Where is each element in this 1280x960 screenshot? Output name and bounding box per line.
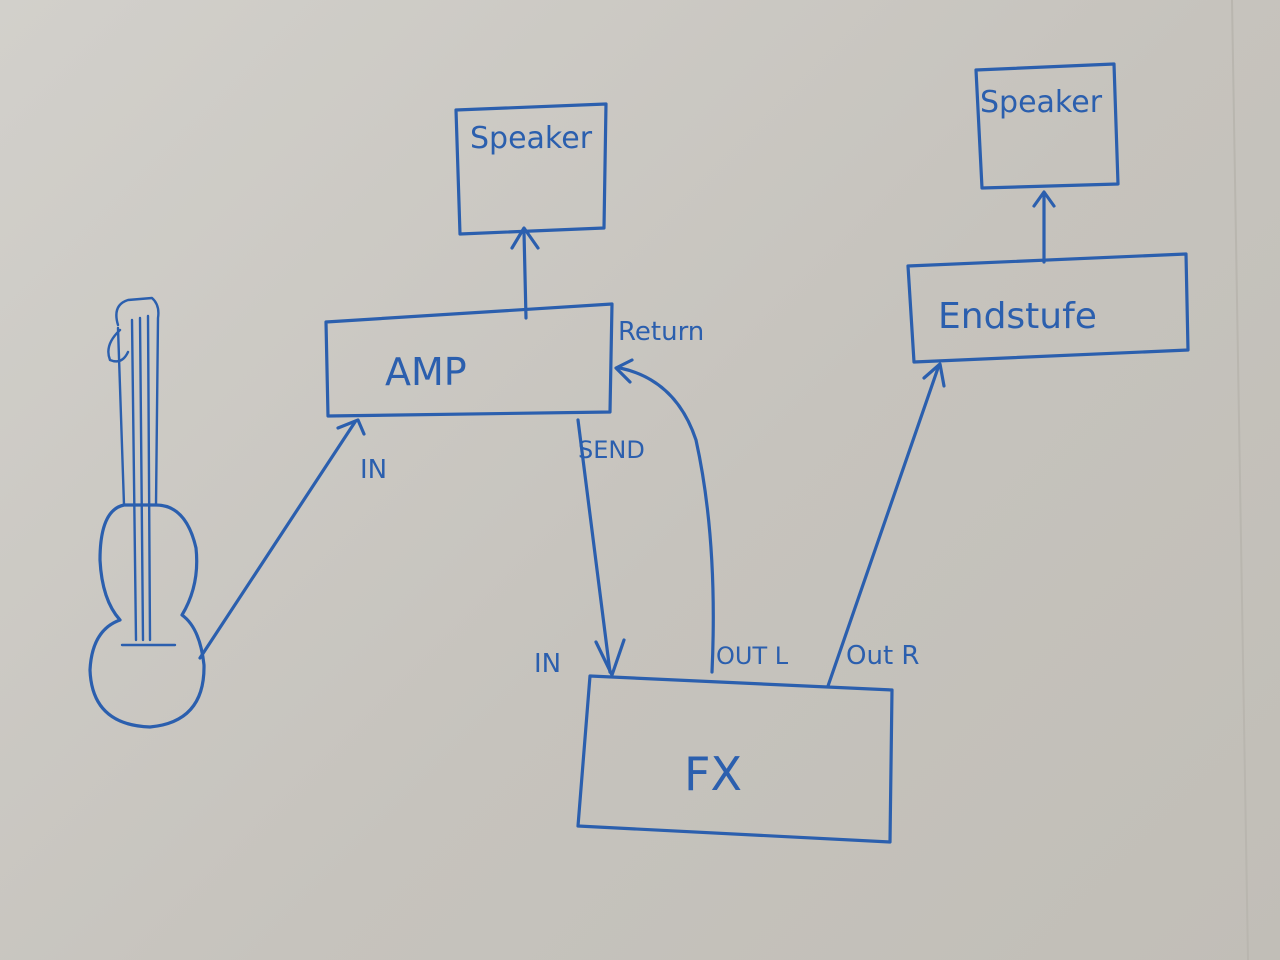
speaker-left-box <box>454 102 608 236</box>
arrowhead-fx-in <box>594 638 626 677</box>
cable-guitar-amp <box>198 420 357 660</box>
speaker-right-box <box>974 62 1120 190</box>
amp-send-label: SEND <box>578 436 645 464</box>
fx-in-label: IN <box>534 649 561 679</box>
fx-box <box>576 674 894 844</box>
endstufe-box <box>906 252 1190 364</box>
paper-crease <box>1231 0 1249 960</box>
amp-label: AMP <box>385 350 467 394</box>
amp-return-label: Return <box>618 317 704 347</box>
arrowhead-amp-return <box>614 358 634 384</box>
arrowhead-speaker-right <box>1032 190 1056 208</box>
cable-fxoutl-return <box>618 366 715 674</box>
fx-outr-label: Out R <box>846 641 919 671</box>
arrowhead-endstufe <box>922 362 946 388</box>
amp-box <box>324 302 614 418</box>
guitar-icon <box>88 296 206 729</box>
arrowhead-amp-in <box>336 418 366 436</box>
amp-in-label: IN <box>360 455 387 485</box>
fx-label: FX <box>684 747 742 801</box>
arrowhead-speaker-left <box>510 226 540 250</box>
speaker-left-label: Speaker <box>470 121 593 156</box>
cable-amp-speaker <box>522 230 528 320</box>
speaker-right-label: Speaker <box>980 85 1103 120</box>
fx-outl-label: OUT L <box>716 642 789 670</box>
cable-send-fx <box>576 418 612 674</box>
cable-fxoutr-endstufe <box>826 366 940 688</box>
endstufe-label: Endstufe <box>938 296 1097 337</box>
